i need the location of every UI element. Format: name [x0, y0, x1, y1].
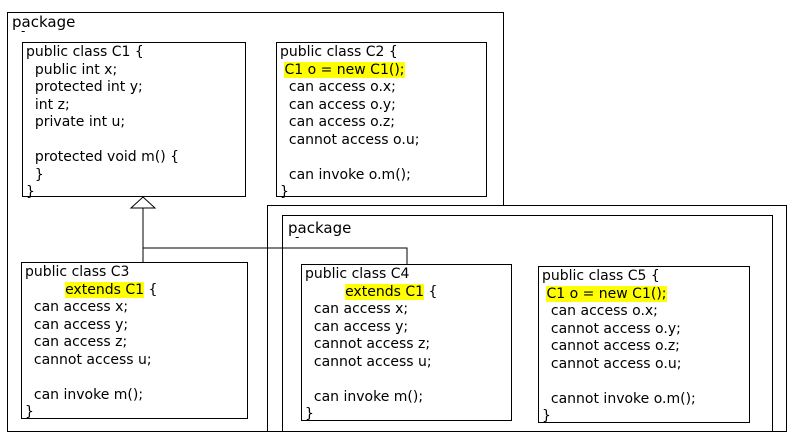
package-tick-1: - [21, 24, 26, 38]
c5-code-line: public class C5 { [542, 268, 660, 286]
c1-code-line: protected void m() { [26, 149, 179, 167]
code-text: { [144, 281, 158, 298]
c2-code-line: can access o.y; [280, 97, 396, 115]
highlighted-code: C1 o = new C1(); [284, 61, 405, 78]
c4-code-line: can access y; [305, 319, 408, 337]
code-text: protected void m() { [26, 149, 180, 165]
package-frame-2 [282, 215, 773, 432]
code-text: cannot access u; [25, 351, 152, 368]
inheritance-arrow-icon [129, 196, 157, 209]
c4-code-line: extends C1 { [305, 283, 438, 302]
c1-code-line: } [26, 167, 44, 185]
c4-code-line: cannot access u; [305, 354, 432, 372]
c3-code-line: } [25, 404, 34, 422]
c4-code-line: can invoke m(); [305, 389, 423, 407]
c3-code-line: can access z; [25, 334, 127, 352]
c3-code-line: extends C1 { [25, 281, 158, 300]
class-c1-box: public class C1 { public int x; protecte… [22, 42, 246, 200]
code-text: can access x; [25, 299, 129, 315]
code-text: public class C2 { [280, 44, 398, 60]
c2-code-line: } [280, 184, 289, 202]
c1-code-line: public int x; [26, 62, 117, 80]
c4-code-line: } [305, 406, 314, 424]
c5-code-line: cannot access o.u; [542, 355, 682, 374]
c4-connector-line [143, 247, 408, 264]
c1-code-line: } [26, 184, 35, 202]
code-text [25, 282, 65, 298]
code-text [305, 284, 345, 300]
package-label-2: package [288, 219, 352, 237]
highlighted-code: extends C1 [65, 281, 145, 298]
code-text: cannot access z; [305, 336, 431, 352]
code-text: int z; [26, 96, 70, 113]
c3-code-line: can access y; [25, 317, 128, 335]
code-text: can access x; [305, 301, 409, 317]
code-text: } [26, 184, 35, 200]
c2-code-line: C1 o = new C1(); [280, 61, 405, 80]
code-text: public class C5 { [542, 268, 660, 284]
code-text: can invoke m(); [305, 388, 424, 405]
code-text: cannot access o.y; [542, 320, 681, 337]
code-text: can invoke o.m(); [280, 166, 411, 183]
code-text: can access y; [25, 316, 129, 333]
c3-code-line: public class C3 [25, 264, 129, 282]
class-c4-box: public class C4 extends C1 { can access … [301, 264, 512, 424]
c5-code-line: } [542, 408, 551, 426]
c5-code-line: cannot access o.z; [542, 338, 680, 356]
code-text: private int u; [26, 114, 126, 130]
c5-code-line: can access o.x; [542, 303, 658, 321]
c2-code-line: cannot access o.u; [280, 131, 420, 150]
c1-code-line: private int u; [26, 114, 125, 132]
c1-code-line: public class C1 { [26, 44, 144, 62]
code-text: public class C4 [305, 266, 410, 282]
code-text: can access o.z; [280, 114, 395, 130]
c4-code-line: can access x; [305, 301, 408, 319]
code-text: public class C3 [25, 264, 130, 280]
code-text: } [305, 406, 314, 422]
c3-code-line: can access x; [25, 299, 128, 317]
class-c3-box: public class C3 extends C1 { can access … [21, 262, 248, 422]
code-text: can access z; [25, 334, 128, 350]
c5-code-line: cannot access o.y; [542, 321, 681, 339]
c5-code-line: C1 o = new C1(); [542, 285, 667, 304]
c2-code-line: can access o.z; [280, 114, 395, 132]
code-text: public class C1 { [26, 44, 144, 60]
highlighted-code: C1 o = new C1(); [546, 285, 667, 302]
code-text: cannot access o.z; [542, 338, 680, 354]
package-tick-2: - [295, 230, 300, 244]
code-text: cannot access o.u; [542, 355, 682, 372]
code-text: } [280, 184, 289, 200]
code-text: protected int y; [26, 79, 143, 95]
code-text: } [25, 404, 34, 420]
c3-code-line: cannot access u; [25, 352, 152, 370]
c2-code-line: can invoke o.m(); [280, 167, 411, 185]
c1-code-line: int z; [26, 97, 70, 115]
c1-code-line: protected int y; [26, 79, 143, 97]
package-label-1: package [12, 13, 76, 31]
code-text: can access o.x; [280, 79, 396, 95]
code-text: can access o.y; [280, 96, 396, 113]
code-text: can invoke m(); [25, 386, 144, 403]
code-text: can access y; [305, 318, 409, 335]
c4-code-line: cannot access z; [305, 336, 430, 354]
code-text: } [542, 408, 551, 424]
class-c5-box: public class C5 { C1 o = new C1(); can a… [538, 266, 750, 426]
c2-code-line: public class C2 { [280, 44, 398, 62]
code-text: public int x; [26, 61, 118, 78]
highlighted-code: extends C1 [345, 283, 425, 300]
class-c2-box: public class C2 { C1 o = new C1(); can a… [276, 42, 487, 200]
code-text: { [424, 283, 438, 300]
c3-code-line: can invoke m(); [25, 387, 143, 405]
code-text: can access o.x; [542, 303, 658, 319]
code-text: } [26, 166, 44, 183]
c5-code-line: cannot invoke o.m(); [542, 391, 696, 409]
code-text: cannot invoke o.m(); [542, 390, 696, 407]
code-text: cannot access u; [305, 353, 432, 370]
c4-code-line: public class C4 [305, 266, 409, 284]
code-text: cannot access o.u; [280, 131, 420, 148]
c2-code-line: can access o.x; [280, 79, 396, 97]
